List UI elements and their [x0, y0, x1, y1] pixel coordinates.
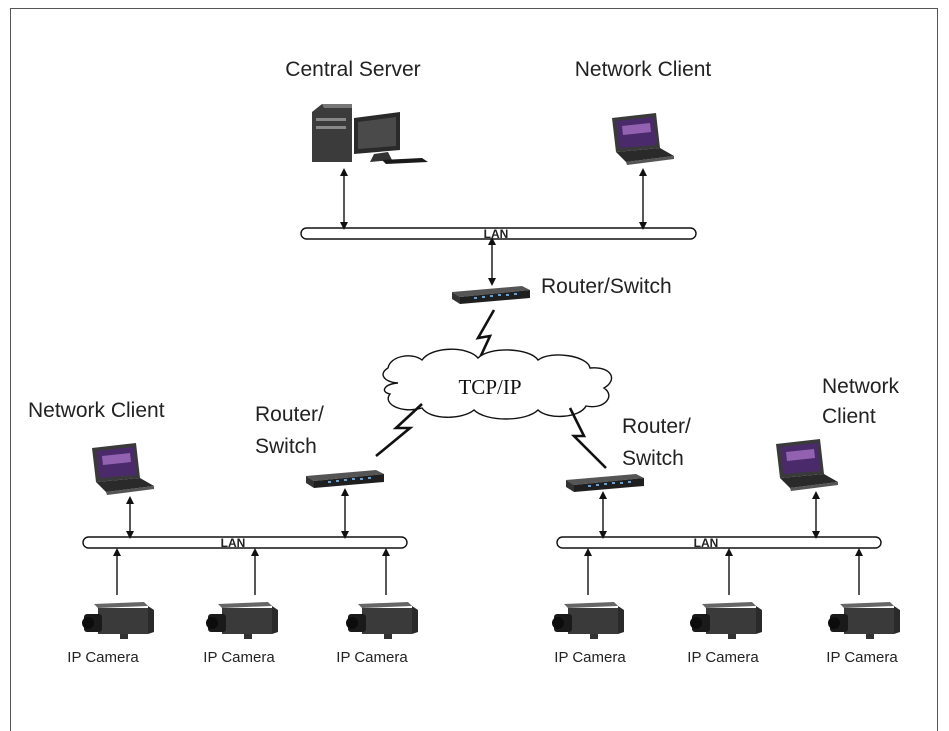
network-client-right-label-2: Client: [822, 405, 876, 428]
lightning-link-icon: [375, 403, 423, 458]
router-right-label-1: Router/: [622, 415, 691, 438]
lightning-link-icon: [475, 309, 496, 363]
camera-label: IP Camera: [687, 649, 759, 666]
network-client-top-label: Network Client: [575, 58, 712, 81]
lan-label-left: LAN: [221, 536, 246, 550]
laptop-icon: [612, 113, 674, 165]
camera-label: IP Camera: [554, 649, 626, 666]
camera-label: IP Camera: [826, 649, 898, 666]
ip-camera-icon: [82, 602, 154, 639]
router-left-label-1: Router/: [255, 403, 324, 426]
cloud-icon: [382, 348, 613, 420]
switch-icon: [452, 286, 530, 304]
laptop-icon: [92, 443, 154, 495]
camera-label: IP Camera: [67, 649, 139, 666]
laptop-icon: [776, 439, 838, 491]
diagram-frame: [10, 8, 938, 731]
lightning-link-icon: [568, 407, 607, 469]
lan-label-right: LAN: [694, 536, 719, 550]
router-switch-top-label: Router/Switch: [541, 275, 672, 298]
ip-camera-icon: [828, 602, 900, 639]
router-right-label-2: Switch: [622, 447, 684, 470]
cloud-label: TCP/IP: [458, 375, 521, 399]
central-server-label: Central Server: [285, 58, 420, 81]
camera-label: IP Camera: [203, 649, 275, 666]
switch-icon: [306, 470, 384, 488]
ip-camera-icon: [206, 602, 278, 639]
network-client-left-label: Network Client: [28, 399, 165, 422]
switch-icon: [566, 474, 644, 492]
network-client-right-label-1: Network: [822, 375, 900, 398]
ip-camera-icon: [690, 602, 762, 639]
ip-camera-icon: [552, 602, 624, 639]
lan-bar-left: [82, 536, 408, 549]
router-left-label-2: Switch: [255, 435, 317, 458]
desktop-server-icon: [312, 104, 428, 164]
lan-label-top: LAN: [484, 227, 509, 241]
camera-label: IP Camera: [336, 649, 408, 666]
ip-camera-icon: [346, 602, 418, 639]
lan-bar-right: [556, 536, 882, 549]
lan-bar-top: [300, 227, 697, 240]
